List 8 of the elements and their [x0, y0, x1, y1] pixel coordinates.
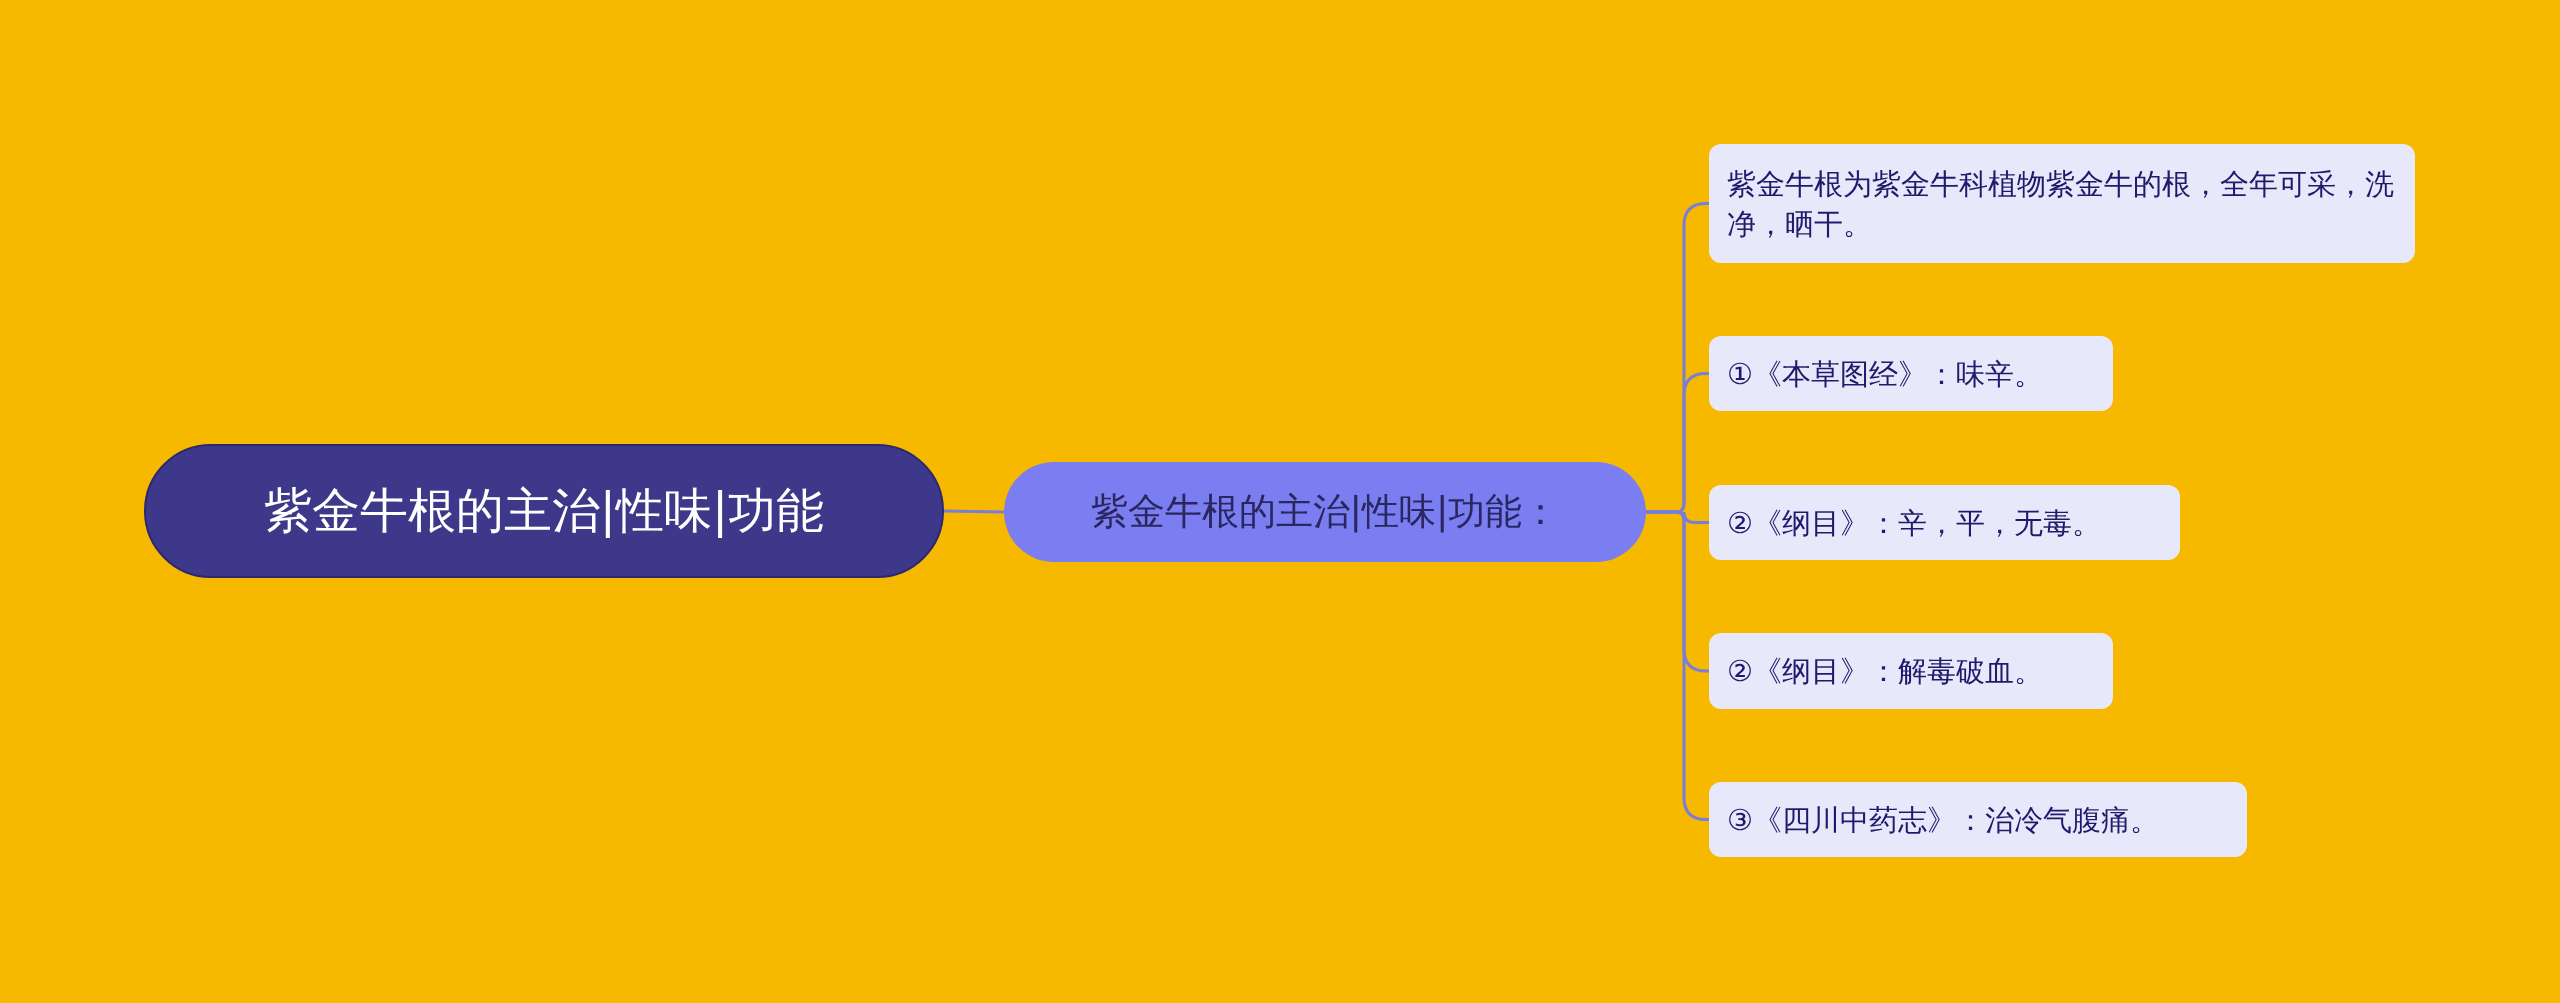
connector-line [943, 509, 1005, 514]
leaf-box: ②《纲目》：辛，平，无毒。 [1709, 485, 2180, 560]
root-topic-box: 紫金牛根的主治|性味|功能 [144, 444, 944, 578]
leaf-box: ③《四川中药志》：治冷气腹痛。 [1709, 782, 2247, 857]
topic-box: 紫金牛根的主治|性味|功能： [1004, 462, 1646, 562]
leaf-box: 紫金牛根为紫金牛科植物紫金牛的根，全年可采，洗净，晒干。 [1709, 144, 2415, 263]
leaf-box: ②《纲目》：解毒破血。 [1709, 633, 2113, 709]
leaf-box: ①《本草图经》：味辛。 [1709, 336, 2113, 411]
